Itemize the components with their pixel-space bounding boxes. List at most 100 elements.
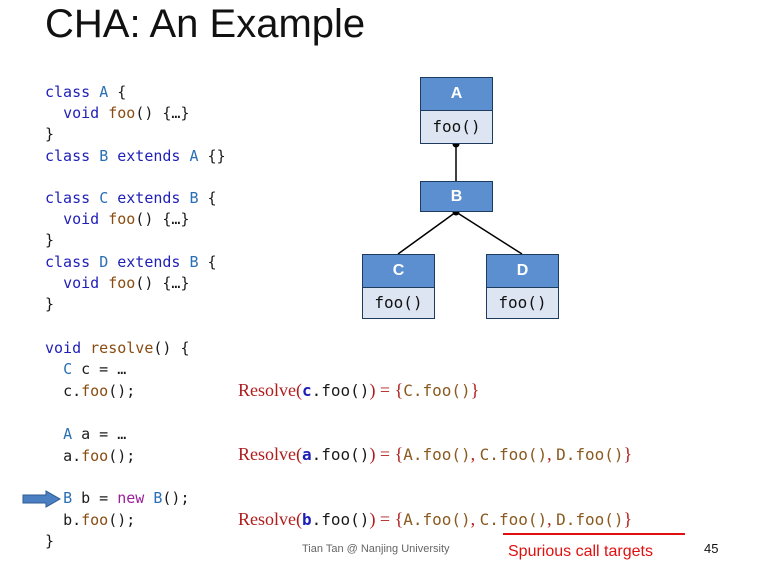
code-line: A a = … [45, 424, 126, 445]
resolve-c: Resolve(c.foo()) = {C.foo()} [238, 380, 479, 401]
resolve-paren: ( [296, 509, 302, 529]
code-token: () {…} [135, 210, 190, 228]
code-line: void foo() {…} [45, 273, 190, 294]
code-token: b. [63, 511, 82, 529]
code-line: class A { [45, 82, 126, 103]
code-token: extends [117, 253, 181, 271]
class-node-b: B [420, 181, 493, 212]
resolve-call: .foo() [311, 381, 370, 400]
resolve-paren: ( [296, 444, 302, 464]
code-token: (); [162, 489, 190, 507]
code-token: () {…} [135, 104, 190, 122]
code-token: A [189, 147, 199, 165]
code-token: void [45, 339, 82, 357]
resolve-target: A.foo() [403, 445, 471, 464]
resolve-target: C.foo() [403, 381, 471, 400]
resolve-a: Resolve(a.foo()) = {A.foo(), C.foo(), D.… [238, 444, 632, 465]
resolve-target: C.foo() [479, 445, 548, 464]
resolve-call: .foo() [311, 445, 370, 464]
code-line: class D extends B { [45, 252, 217, 273]
code-line: void foo() {…} [45, 209, 190, 230]
resolve-eq: ) = { [369, 444, 404, 464]
code-token: (); [108, 511, 136, 529]
class-node-method: foo() [363, 288, 434, 318]
resolve-target: A.foo() [403, 510, 471, 529]
class-node-d: D foo() [486, 254, 559, 319]
resolve-target: D.foo() [556, 445, 624, 464]
code-token: foo [108, 274, 136, 292]
code-token: } [45, 532, 55, 550]
code-token: C [63, 360, 73, 378]
code-token: (); [108, 447, 136, 465]
resolve-paren: ( [296, 380, 302, 400]
resolve-eq: ) = { [369, 509, 404, 529]
code-line: B b = new B(); [45, 488, 190, 509]
code-line: a.foo(); [45, 446, 135, 467]
edge-b-d [455, 211, 523, 255]
resolve-label: Resolve [238, 509, 296, 529]
code-token: foo [81, 511, 109, 529]
current-line-arrow-icon [22, 490, 62, 508]
code-token: extends [117, 189, 181, 207]
resolve-sep: , [547, 444, 557, 464]
spurious-underline [503, 533, 685, 535]
code-token: foo [81, 382, 109, 400]
code-token: } [45, 231, 55, 249]
code-line: } [45, 294, 54, 315]
slide-title: CHA: An Example [45, 2, 366, 46]
code-token: foo [108, 210, 136, 228]
class-node-method: foo() [421, 111, 492, 143]
resolve-target: C.foo() [479, 510, 548, 529]
resolve-sep: , [470, 509, 480, 529]
code-token: B [99, 147, 109, 165]
code-token: {} [198, 147, 226, 165]
class-node-c: C foo() [362, 254, 435, 319]
code-token: () { [153, 339, 190, 357]
code-token: class [45, 253, 91, 271]
code-token: void [63, 274, 100, 292]
resolve-call: .foo() [311, 510, 370, 529]
spurious-label: Spurious call targets [508, 543, 653, 560]
code-line: class B extends A {} [45, 146, 226, 167]
page-number: 45 [704, 541, 719, 556]
code-line: class C extends B { [45, 188, 217, 209]
resolve-end: } [623, 444, 633, 464]
code-token: c. [63, 382, 82, 400]
code-token: void [63, 104, 100, 122]
code-token: { [198, 189, 217, 207]
code-token: void [63, 210, 100, 228]
code-token: class [45, 189, 91, 207]
class-node-method: foo() [487, 288, 558, 318]
code-line: c.foo(); [45, 381, 135, 402]
code-token: new [117, 489, 145, 507]
resolve-var: c [302, 381, 312, 400]
code-token: extends [117, 147, 181, 165]
code-token: B [189, 189, 199, 207]
code-token: C [99, 189, 109, 207]
code-token: D [99, 253, 109, 271]
code-line: void resolve() { [45, 338, 190, 359]
code-token: B [144, 489, 163, 507]
code-token: A [99, 83, 109, 101]
code-token: class [45, 83, 91, 101]
code-token: B [189, 253, 199, 271]
code-token: resolve [90, 339, 154, 357]
class-node-name: D [487, 255, 558, 288]
code-token: B [63, 489, 73, 507]
code-token: { [108, 83, 127, 101]
code-token: class [45, 147, 91, 165]
code-line: C c = … [45, 359, 126, 380]
resolve-end: } [470, 380, 480, 400]
code-token: b = [72, 489, 118, 507]
resolve-end: } [623, 509, 633, 529]
resolve-b: Resolve(b.foo()) = {A.foo(), C.foo(), D.… [238, 509, 632, 530]
code-line: } [45, 124, 54, 145]
code-token: a = … [72, 425, 127, 443]
resolve-target: D.foo() [556, 510, 624, 529]
resolve-var: b [302, 510, 312, 529]
code-token: (); [108, 382, 136, 400]
edge-b-c [397, 211, 457, 255]
code-line: } [45, 531, 54, 552]
resolve-label: Resolve [238, 380, 296, 400]
code-token: () {…} [135, 274, 190, 292]
